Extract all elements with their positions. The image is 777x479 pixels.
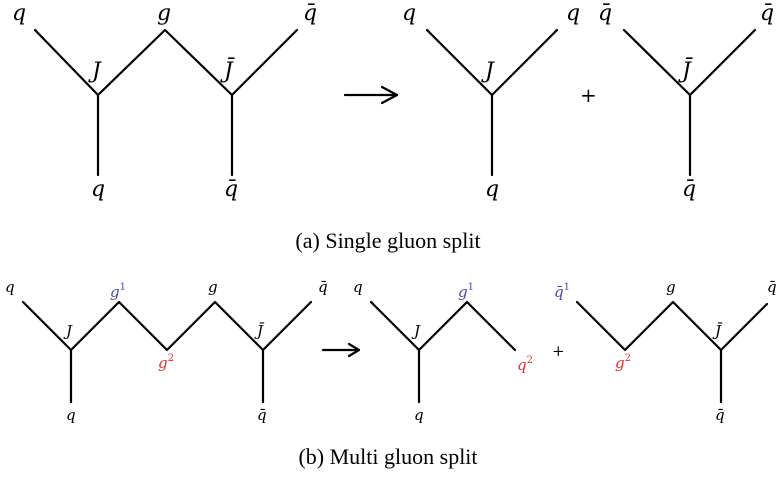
panel-b: q g1 g2 g q̄ J J̄ q q̄ q g1 J q2 q + (5, 278, 777, 469)
gluon-chain (69, 300, 265, 352)
label-q-left: q (402, 1, 416, 26)
label-qbar-top: q̄ (318, 278, 328, 296)
label-qbar-bottom: q̄ (257, 406, 267, 424)
plus-sign-b: + (552, 342, 565, 360)
panel-b-right-second: q̄1 g2 g J̄ q̄ q̄ (554, 278, 777, 424)
label-g2: g2 (615, 353, 631, 372)
label-Jbar: J̄ (712, 322, 722, 340)
quark-line-left-b (21, 300, 73, 404)
label-Jbar: J̄ (254, 322, 264, 340)
caption-a: (a) Single gluon split (295, 228, 480, 253)
gluon-line (96, 28, 234, 97)
label-q-top: q (353, 278, 363, 296)
label-qbar-bottom: q̄ (715, 406, 725, 424)
label-qbar-right: q̄ (767, 278, 777, 296)
quark-line-left (33, 28, 100, 177)
caption-b: (b) Multi gluon split (298, 444, 477, 469)
label-qbar-bottom: q̄ (224, 177, 238, 202)
plus-sign-a: + (580, 83, 597, 107)
label-qbar-right: q̄ (760, 1, 774, 26)
label-qbar-top: q̄ (303, 1, 317, 26)
panel-b-left-diagram: q g1 g2 g q̄ J J̄ q q̄ (5, 278, 328, 424)
panel-a: q g q̄ J J̄ q q̄ q q J q + q̄ q̄ (12, 1, 774, 253)
label-q2: q2 (517, 355, 533, 374)
antiquark-line-right (230, 28, 299, 177)
label-qbar1: q̄1 (554, 282, 570, 301)
label-g1: g1 (458, 282, 474, 301)
label-q-top: q (12, 1, 26, 26)
label-g1: g1 (110, 282, 126, 301)
panel-b-right-first: q g1 J q2 q (353, 278, 533, 424)
label-q-bottom: q (485, 177, 499, 202)
label-g-top: g (157, 1, 171, 26)
arrow-b (321, 342, 361, 358)
label-q-bottom: q (66, 406, 76, 424)
label-q-bottom: q (91, 177, 105, 202)
label-qbar-left: q̄ (598, 1, 612, 26)
arrow-a (343, 85, 399, 105)
label-J: J (411, 322, 421, 340)
label-g2: g2 (158, 353, 174, 372)
label-q-right: q (566, 1, 580, 26)
label-q-top: q (5, 278, 15, 296)
label-Jbar: J̄ (678, 57, 693, 84)
panel-a-right-second: q̄ q̄ J̄ q̄ (598, 1, 774, 202)
label-Jbar: J̄ (220, 57, 235, 84)
panel-a-left-diagram: q g q̄ J J̄ q q̄ (12, 1, 317, 202)
label-g-top: g (666, 278, 676, 296)
panel-a-right-first: q q J q (402, 1, 580, 202)
label-g-top: g (208, 278, 218, 296)
label-J: J (88, 59, 102, 84)
antiquark-line-right-b (261, 300, 313, 404)
quark-line-b-r1 (369, 300, 517, 352)
antiquark-chain-b-r2 (575, 300, 769, 352)
label-J: J (63, 322, 73, 340)
label-q-bottom: q (414, 406, 424, 424)
label-qbar-bottom: q̄ (682, 177, 696, 202)
label-J: J (481, 59, 495, 84)
